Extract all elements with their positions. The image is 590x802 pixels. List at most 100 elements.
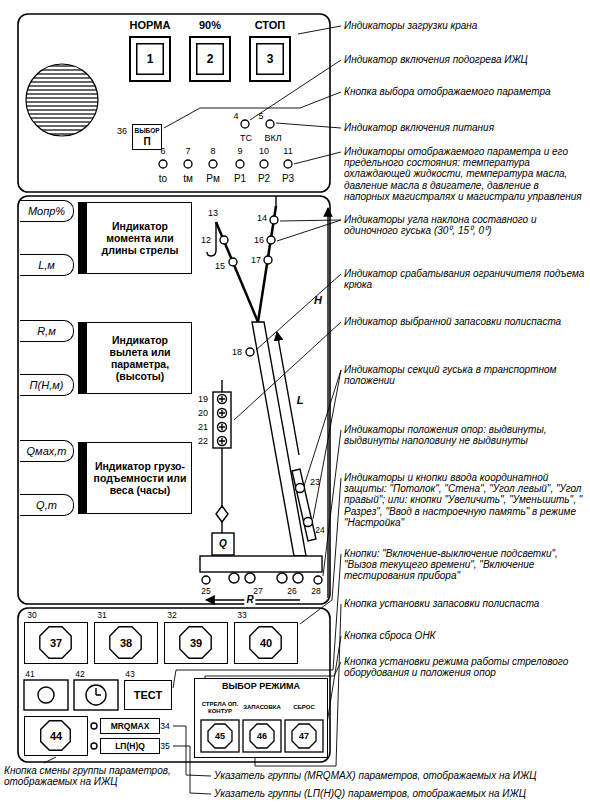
callout-text: Индикаторы отображаемого параметра и его… (344, 146, 586, 202)
node-text: LП(H)Q (101, 739, 159, 753)
callout-text: Индикаторы положения опор: выдвинуты, вы… (344, 424, 586, 446)
callout-number: 23 (310, 478, 320, 487)
callout-number: 5 (258, 112, 263, 121)
node-text: Mопр% (20, 200, 74, 222)
callout-number: ВКЛ (264, 134, 281, 143)
octagon-button: 37 (24, 622, 88, 664)
crane-illustration (218, 409, 227, 418)
crane-illustration (213, 392, 231, 448)
crane-illustration (296, 484, 305, 493)
callout-text: Индикатор выбранной запасовки полиспаста (344, 316, 586, 327)
callout-text: Индикаторы загрузки крана (344, 20, 586, 31)
callout-text: Индикаторы секций гуська в транспортном … (344, 364, 586, 386)
speaker-grille (26, 64, 98, 136)
indicator-lamps (184, 160, 192, 168)
callout-number: 43 (125, 670, 134, 679)
leader-line (44, 757, 56, 763)
callout-number: 41 (25, 670, 34, 679)
crane-illustration (293, 573, 303, 583)
button-icons (74, 680, 118, 710)
callout-number: 20 (198, 409, 208, 418)
callout-number: 34 (160, 722, 169, 731)
group-indicator: LП(H)Q (100, 738, 160, 754)
group-indicator: MRQMAX (100, 718, 160, 734)
node-text: СТОП (244, 18, 296, 33)
crane-illustration (200, 556, 322, 572)
crane-illustration (267, 236, 275, 244)
crane-illustration (216, 222, 258, 322)
callout-number: 28 (311, 587, 320, 596)
node-text: ТЕСТ (125, 681, 171, 709)
crane-illustration (229, 573, 239, 583)
callout-number: Pм (206, 174, 220, 184)
crane-illustration (264, 256, 272, 264)
crane-illustration (218, 423, 227, 432)
node-text: 1 (129, 36, 171, 82)
crane-illustration (216, 506, 228, 522)
node-text: СБРОС (283, 697, 325, 718)
mode-button: СТРЕЛА ОП. КОНТУР45 (199, 695, 241, 755)
callout-text: Индикатор включения подогрева ИЖЦ (344, 54, 586, 65)
callout-number: 24 (315, 526, 324, 535)
callout-number: L (297, 395, 304, 406)
callout-number: 14 (257, 214, 267, 223)
callout-text: Указатель группы (LП(H)Q) параметров, от… (214, 788, 586, 799)
callout-number: 26 (287, 587, 296, 596)
panel-frame (18, 608, 330, 762)
indicator-lamps (159, 160, 167, 168)
node-text: Индикатор момента или длины стрелы (78, 202, 192, 274)
crane-illustration (221, 380, 222, 392)
indicator-lamps (236, 160, 244, 168)
node-text: 46 (241, 719, 283, 753)
leader-line (277, 220, 341, 241)
leader-line (313, 370, 341, 519)
indicator-lamps (241, 120, 249, 128)
crane-illustration (219, 410, 225, 416)
indicator-lamps (159, 120, 292, 168)
callout-text: Кнопка выбора отображаемого параметра (344, 86, 586, 97)
leader-line (256, 274, 341, 350)
leader-line (280, 220, 341, 221)
node-text: Q,т (20, 494, 74, 516)
node-text: L,м (20, 254, 74, 276)
button-icons (91, 743, 97, 749)
panel-frame (18, 14, 330, 762)
callout-number: 11 (283, 147, 292, 156)
leader-line (294, 152, 341, 164)
node-text: СТРЕЛА ОП. КОНТУР (199, 697, 241, 718)
lcd-display: R,мИндикатор вылета или параметра, (высо… (20, 318, 192, 398)
node-text: 47 (283, 719, 325, 753)
crane-illustration (202, 576, 210, 584)
crane-illustration (219, 424, 225, 430)
crane-illustration (277, 332, 299, 455)
lcd-display: Mопр%Индикатор момента или длины стрелыL… (20, 198, 192, 278)
button-icons (38, 687, 54, 703)
mode-button: СБРОС47 (283, 695, 325, 755)
crane-illustration (218, 395, 227, 404)
select-button: ВЫБОРП (132, 124, 162, 150)
callout-text: Индикатор срабатывания ограничителя подъ… (344, 268, 586, 290)
test-button: ТЕСТ (124, 680, 172, 710)
load-indicator: НОРМА1 (124, 18, 176, 86)
octagon-button: 38 (94, 622, 158, 664)
crane-illustration (229, 258, 237, 266)
callout-number: 18 (232, 348, 242, 357)
node-text: 90% (184, 18, 236, 33)
speaker-grille (26, 64, 98, 136)
crane-illustration (212, 533, 234, 555)
callout-text: Кнопки: "Включение-выключение подсветки"… (344, 548, 586, 582)
octagon-button: 40 (234, 622, 298, 664)
indicator-lamps (266, 120, 274, 128)
callout-number: P1 (234, 174, 246, 184)
crane-illustration (252, 322, 306, 556)
crane-illustration (221, 522, 222, 533)
callout-number: 10 (259, 147, 269, 156)
node-text: 45 (199, 719, 241, 753)
octagon-button: 44 (24, 716, 88, 756)
node-text: MRQMAX (101, 719, 159, 733)
callout-text: Индикаторы угла наклона составного и оди… (344, 214, 586, 236)
callout-number: ТС (240, 134, 252, 143)
node-text: 37 (25, 623, 87, 663)
button-icons (91, 723, 97, 729)
callout-number: 32 (167, 611, 176, 620)
